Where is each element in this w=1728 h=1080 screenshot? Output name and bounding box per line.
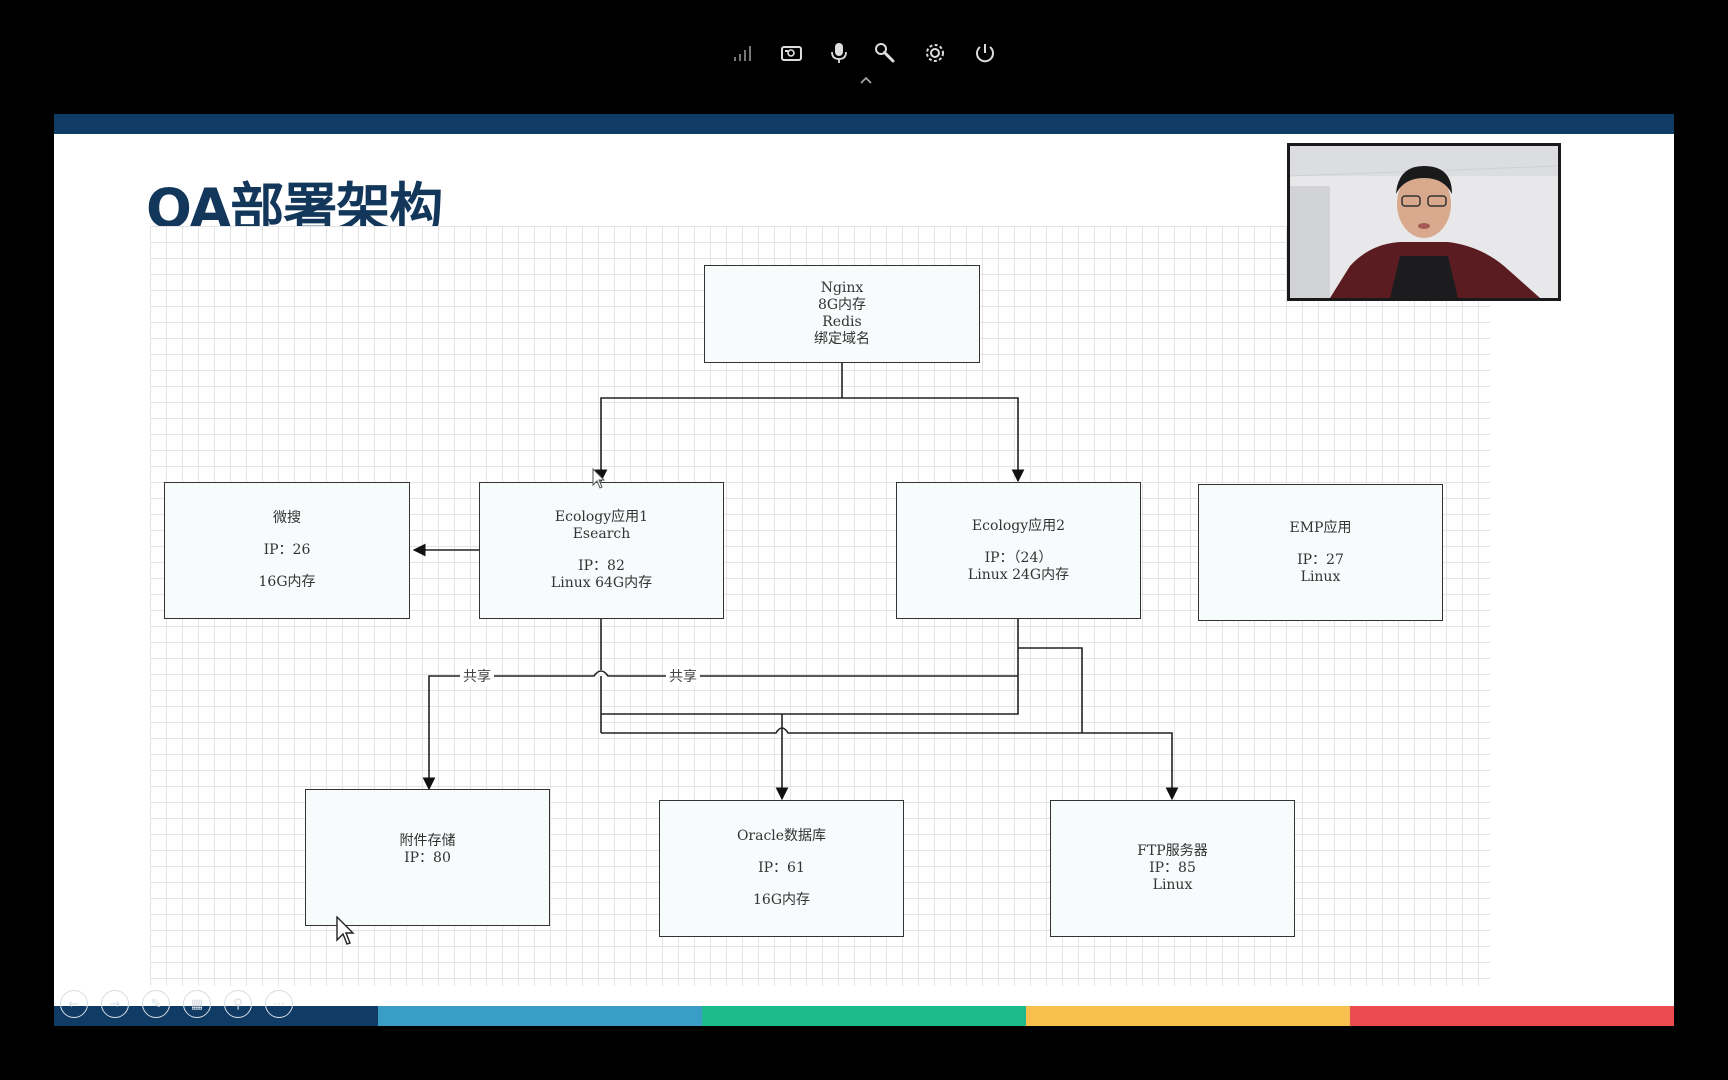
node-oracle-line2: IP：61 <box>758 860 805 876</box>
gear-icon[interactable] <box>920 38 950 68</box>
slide-bottom-stripes <box>54 1006 1674 1026</box>
node-ecology1-line1: Ecology应用1 <box>554 509 649 525</box>
slides-grid-icon[interactable]: ▦ <box>183 990 211 1018</box>
slide-nav-controls: ← → ✎ ▦ ⚲ ⋯ <box>60 990 293 1018</box>
microphone-icon[interactable] <box>824 38 854 68</box>
node-ecology2: Ecology应用2 IP：（24） Linux 24G内存 <box>896 482 1141 619</box>
stripe-red <box>1350 1006 1674 1026</box>
node-ecology1: Ecology应用1 Esearch IP：82 Linux 64G内存 <box>479 482 724 619</box>
next-slide-icon[interactable]: → <box>101 990 129 1018</box>
power-icon[interactable] <box>970 38 1000 68</box>
node-emp-line3: Linux <box>1300 568 1341 585</box>
diagram-connectors <box>412 363 1179 801</box>
edge-nginx-ecology2 <box>842 397 1025 483</box>
node-ecology2-line3: Linux 24G内存 <box>967 566 1070 583</box>
node-ecology1-line2: Esearch <box>572 526 631 542</box>
edge-nginx-ecology1 <box>594 397 842 483</box>
presenter-avatar <box>1290 146 1558 298</box>
stripe-green <box>702 1006 1026 1026</box>
edge-bus <box>601 727 1179 801</box>
camera-icon[interactable] <box>777 38 807 68</box>
mouse-cursor-icon <box>336 916 355 945</box>
slide-header-bar <box>54 114 1674 134</box>
node-weisou: 微搜 IP：26 16G内存 <box>164 482 410 619</box>
pointer-cursor-icon <box>592 468 606 489</box>
node-weisou-line3: 16G内存 <box>258 574 316 590</box>
node-oracle-line3: 16G内存 <box>753 892 810 908</box>
node-nginx: Nginx 8G内存 Redis 绑定域名 <box>704 265 980 363</box>
stripe-blue <box>378 1006 702 1026</box>
pen-icon[interactable]: ✎ <box>142 990 170 1018</box>
meeting-toolbar <box>0 0 1728 110</box>
edge-share-line <box>422 670 1018 791</box>
node-emp-line1: EMP应用 <box>1289 519 1352 536</box>
node-ecology2-line2: IP：（24） <box>984 549 1053 566</box>
node-ecology1-line3: IP：82 <box>578 558 625 574</box>
node-emp: EMP应用 IP：27 Linux <box>1198 484 1443 621</box>
wrench-icon[interactable] <box>870 38 900 68</box>
node-emp-line2: IP：27 <box>1297 551 1344 568</box>
node-nginx-line3: Redis <box>822 314 862 330</box>
webcam-video[interactable] <box>1287 143 1561 301</box>
node-attachment-line2: IP：80 <box>404 850 451 866</box>
signal-icon[interactable] <box>727 38 757 68</box>
stripe-yellow <box>1026 1006 1350 1026</box>
node-oracle: Oracle数据库 IP：61 16G内存 <box>659 800 904 937</box>
architecture-diagram: 共享 共享 Nginx 8G内存 Redis 绑定域名 微搜 IP：26 16G… <box>150 226 1490 986</box>
node-weisou-line1: 微搜 <box>273 510 301 526</box>
node-oracle-line1: Oracle数据库 <box>736 828 827 844</box>
node-ftp-line3: Linux <box>1152 877 1193 893</box>
edge-ecology2-down <box>601 619 1019 715</box>
node-nginx-line2: 8G内存 <box>817 297 867 313</box>
node-weisou-line2: IP：26 <box>263 542 311 558</box>
prev-slide-icon[interactable]: ← <box>60 990 88 1018</box>
node-attachment: 附件存储 IP：80 <box>305 789 550 926</box>
zoom-icon[interactable]: ⚲ <box>224 990 252 1018</box>
stripe-navy <box>54 1006 378 1026</box>
node-ftp-line1: FTP服务器 <box>1137 843 1208 859</box>
node-nginx-line4: 绑定域名 <box>814 331 870 347</box>
edge-label-share-2: 共享 <box>666 666 700 686</box>
edge-label-share-1: 共享 <box>460 666 494 686</box>
node-ecology1-line4: Linux 64G内存 <box>550 575 653 591</box>
more-icon[interactable]: ⋯ <box>265 990 293 1018</box>
node-nginx-line1: Nginx <box>820 280 864 296</box>
node-ecology2-line1: Ecology应用2 <box>971 517 1066 534</box>
node-ftp-line2: IP：85 <box>1149 860 1196 876</box>
chevron-up-icon[interactable] <box>858 74 874 86</box>
node-attachment-line1: 附件存储 <box>399 833 456 849</box>
edge-ecology2-ftp-branch <box>1018 647 1083 733</box>
node-ftp: FTP服务器 IP：85 Linux <box>1050 800 1295 937</box>
